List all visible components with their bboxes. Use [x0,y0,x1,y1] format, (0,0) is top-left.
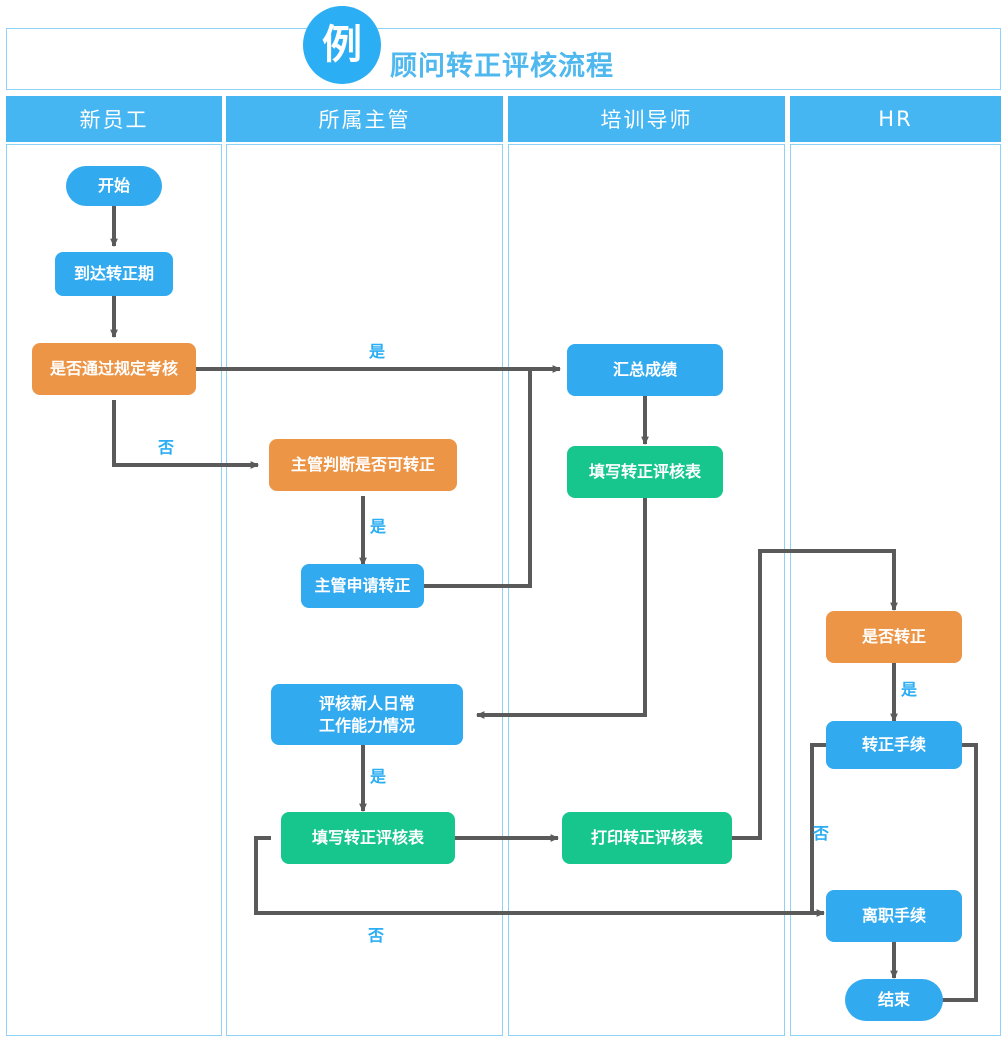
title-band [6,28,1001,90]
edge-label-hr-no: 否 [813,824,830,843]
lane-body-trainer [508,144,785,1036]
edge-label-hr-yes: 是 [901,680,918,699]
page-title: 顾问转正评核流程 [390,51,614,82]
node-supervisor-apply-regularization[interactable]: 主管申请转正 [301,564,424,608]
example-badge: 例 [303,6,381,84]
edge-label-exam-yes: 是 [369,342,386,361]
edge-label-eval-yes: 是 [370,767,387,786]
lane-header-trainer: 培训导师 [508,96,785,142]
node-summarize-scores[interactable]: 汇总成绩 [567,344,723,396]
node-evaluate-line-2: 工作能力情况 [318,715,415,735]
node-supervisor-fill-evaluation-form[interactable]: 填写转正评核表 [281,812,455,864]
node-start[interactable]: 开始 [66,166,162,206]
edge-label-manager-yes: 是 [370,517,387,536]
lane-header-hr: HR [790,96,1001,142]
node-evaluate-newcomer-performance[interactable]: 评核新人日常 工作能力情况 [271,684,463,745]
edge-label-exam-no: 否 [158,438,175,457]
lane-header-supervisor: 所属主管 [226,96,503,142]
node-regularization-procedure[interactable]: 转正手续 [826,721,962,769]
node-print-evaluation-form[interactable]: 打印转正评核表 [562,812,732,864]
node-reach-probation-end[interactable]: 到达转正期 [55,252,173,296]
node-hr-confirm-regularization[interactable]: 是否转正 [826,611,962,663]
edge-label-bottom-no: 否 [368,926,385,945]
node-resignation-procedure[interactable]: 离职手续 [826,890,962,942]
node-pass-required-assessment[interactable]: 是否通过规定考核 [32,343,196,395]
lane-header-new-employee: 新员工 [6,96,222,142]
node-end[interactable]: 结束 [845,979,943,1021]
node-trainer-fill-evaluation-form[interactable]: 填写转正评核表 [567,446,723,498]
node-evaluate-line-1: 评核新人日常 [318,693,415,713]
node-supervisor-judge-regularization[interactable]: 主管判断是否可转正 [269,439,457,491]
